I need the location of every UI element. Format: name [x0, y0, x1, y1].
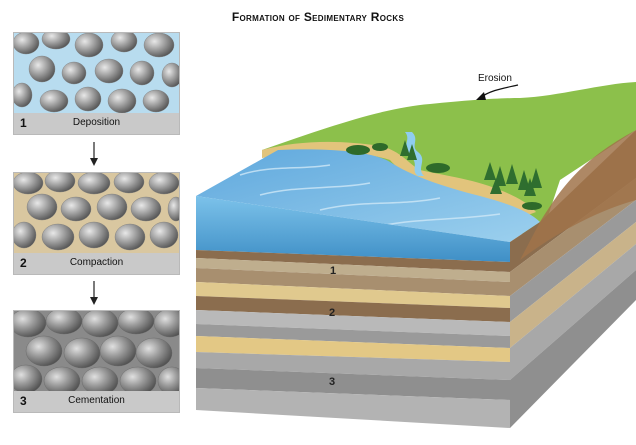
down-arrow-icon	[90, 142, 98, 166]
layer-number-3: 3	[329, 376, 336, 388]
water-front-face	[196, 196, 510, 262]
cementation-grains-illustration	[14, 311, 179, 391]
deposition-grains-illustration	[14, 33, 179, 113]
cementation-panel: 3 Cementation	[13, 310, 180, 413]
panel-number: 1	[20, 116, 27, 130]
panel-label: Cementation	[68, 395, 125, 406]
erosion-arrow-icon	[479, 84, 519, 99]
deposition-caption-bar: 1 Deposition	[14, 113, 179, 134]
panel-number: 2	[20, 256, 27, 270]
panel-number: 3	[20, 394, 27, 408]
hill-surface	[262, 82, 636, 240]
panel-label: Deposition	[72, 117, 121, 128]
compaction-grains-illustration	[14, 173, 179, 253]
diagram-title: Formation of Sedimentary Rocks	[231, 10, 405, 24]
deposition-panel: 1 Deposition	[13, 32, 180, 135]
shrubs	[346, 143, 542, 210]
down-arrow-icon	[90, 281, 98, 305]
panel-label: Compaction	[69, 257, 124, 268]
front-strata	[196, 250, 510, 428]
erosion-label: Erosion	[478, 73, 512, 84]
compaction-caption-bar: 2 Compaction	[14, 253, 179, 274]
cementation-caption-bar: 3 Cementation	[14, 391, 179, 412]
layer-number-2: 2	[329, 307, 336, 319]
compaction-panel: 2 Compaction	[13, 172, 180, 275]
trees	[400, 140, 542, 196]
eroded-hill-slope	[520, 130, 636, 260]
layer-number-1: 1	[330, 265, 337, 277]
